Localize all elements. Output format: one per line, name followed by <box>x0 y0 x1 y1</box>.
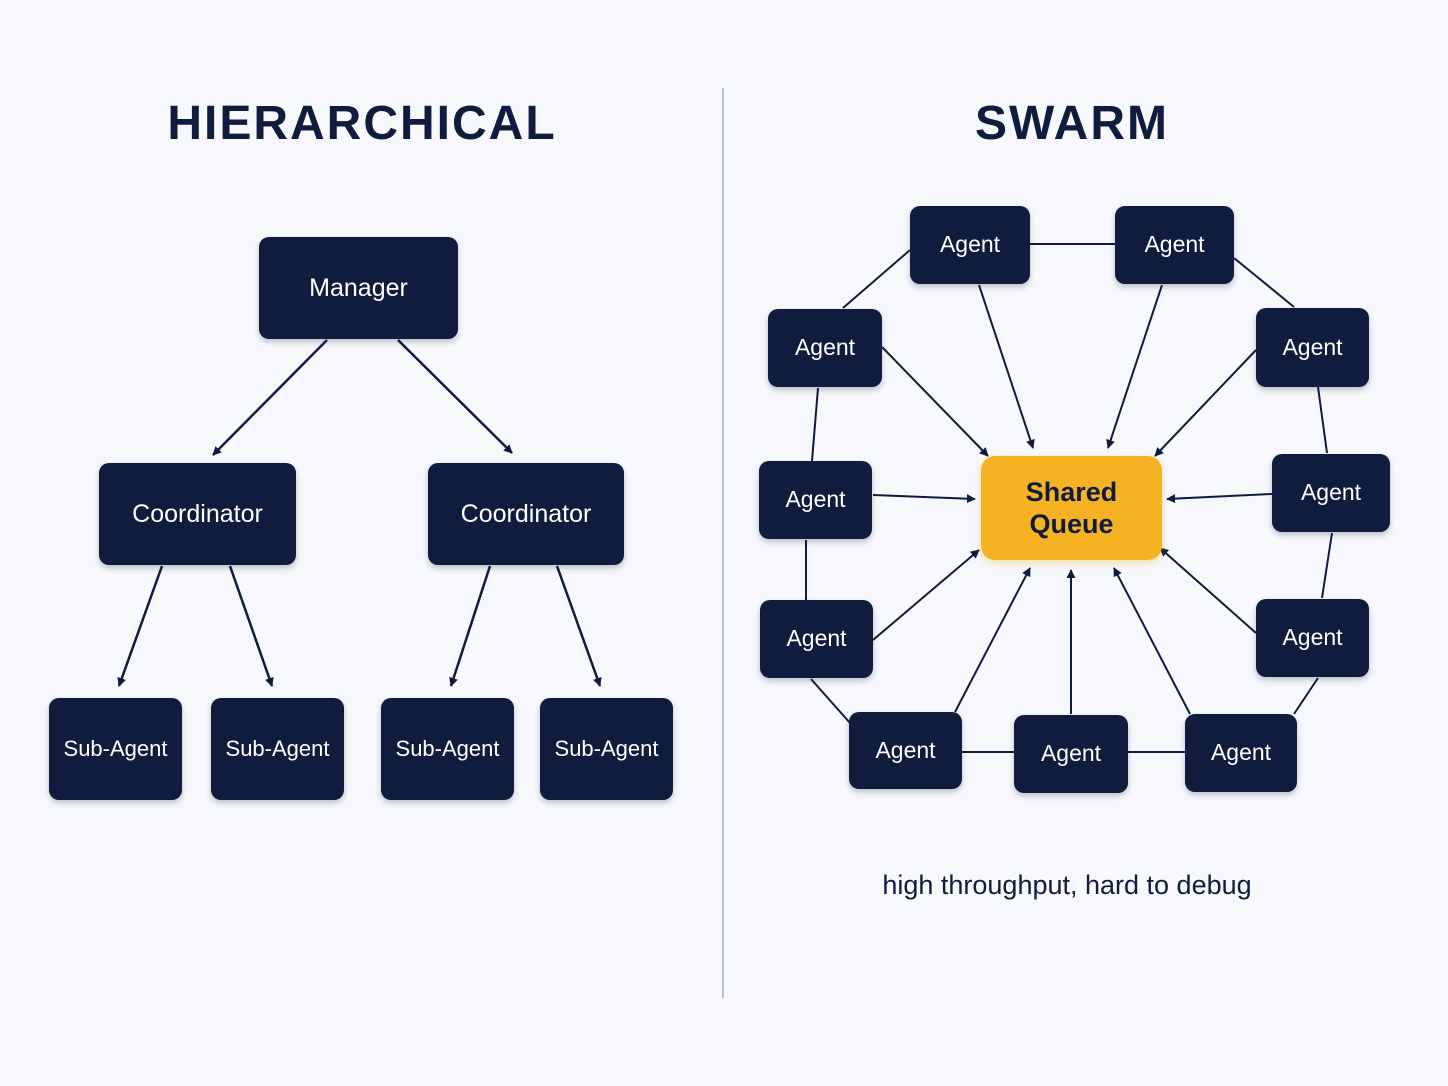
edge-coordinator-1-sub-agent-1 <box>117 565 164 687</box>
swarm-caption: high throughput, hard to debug <box>882 870 1252 900</box>
arrow-agent-6-queue <box>1113 567 1191 715</box>
shared-queue-label-line-1: Shared <box>1025 476 1118 507</box>
edge-coordinator-2-sub-agent-3 <box>449 565 492 687</box>
agent-node-5: Agent <box>1256 599 1369 677</box>
edge-manager-coordinator-2 <box>397 339 513 454</box>
sub-agent-node-2: Sub-Agent <box>211 698 344 800</box>
edge-manager-coordinator-1 <box>212 339 328 456</box>
agent-node-6: Agent <box>1185 714 1297 792</box>
shared-queue-node: Shared Queue <box>981 456 1162 560</box>
agent-node-9: Agent <box>760 600 873 678</box>
sub-agent-node-4: Sub-Agent <box>540 698 673 800</box>
coordinator-node-1: Coordinator <box>99 463 296 565</box>
swarm-title: SWARM <box>975 97 1169 150</box>
ring-edge-top-right <box>1233 257 1295 308</box>
arrow-agent-3-queue <box>1154 349 1257 457</box>
arrow-agent-1-queue <box>978 284 1035 449</box>
edge-coordinator-2-sub-agent-4 <box>555 565 602 687</box>
arrow-agent-4-queue <box>1166 493 1273 504</box>
arrow-agent-9-queue <box>872 549 980 641</box>
agent-node-10: Agent <box>759 461 872 539</box>
arrow-agent-10-queue <box>872 494 976 504</box>
agent-node-2: Agent <box>1115 206 1234 284</box>
agent-node-8: Agent <box>849 712 962 789</box>
arrow-agent-11-queue <box>881 346 989 457</box>
ring-edge-right-upper <box>1317 386 1328 454</box>
ring-edge-left-upper <box>811 387 819 462</box>
ring-edge-right-lower <box>1321 532 1333 599</box>
agent-node-3: Agent <box>1256 308 1369 387</box>
sub-agent-node-3: Sub-Agent <box>381 698 514 800</box>
ring-edge-top-left <box>842 249 911 309</box>
arrow-agent-2-queue <box>1106 284 1163 449</box>
arrow-agent-8-queue <box>954 567 1031 713</box>
hierarchical-title: HIERARCHICAL <box>167 97 557 150</box>
sub-agent-node-1: Sub-Agent <box>49 698 182 800</box>
agent-node-11: Agent <box>768 309 882 387</box>
agent-node-1: Agent <box>910 206 1030 284</box>
agent-node-7: Agent <box>1014 715 1128 793</box>
section-divider <box>722 88 724 998</box>
ring-edge-bottom-left <box>810 678 851 724</box>
ring-edge-bottom-right <box>1293 677 1319 715</box>
manager-node: Manager <box>259 237 458 339</box>
shared-queue-label-line-2: Queue <box>1029 509 1114 539</box>
agent-node-4: Agent <box>1272 454 1390 532</box>
arrow-agent-5-queue <box>1159 547 1257 634</box>
coordinator-node-2: Coordinator <box>428 463 624 565</box>
edge-coordinator-1-sub-agent-2 <box>228 565 274 687</box>
